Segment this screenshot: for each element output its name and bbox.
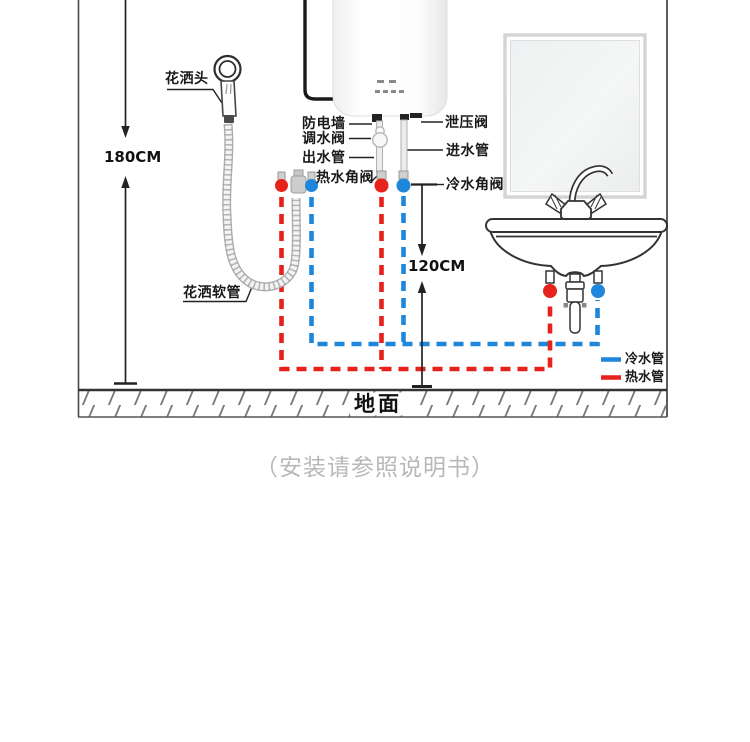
sink-icon — [485, 218, 668, 334]
dimension-label-120cm: 120CM — [408, 257, 466, 275]
label-cold-angle-valve: 冷水角阀 — [446, 177, 504, 193]
label-hot-angle-valve: 热水角阀 — [316, 170, 374, 186]
mixer-cold-outlet-icon — [305, 179, 318, 192]
inlet-pipe-icon — [400, 119, 408, 174]
dimension-120cm — [411, 183, 437, 388]
ground-label: 地面 — [354, 392, 402, 416]
label-anti-electric-wall: 防电墙 — [302, 116, 346, 132]
sink-drain-icon — [563, 273, 587, 334]
label-shower-head: 花洒头 — [165, 71, 209, 87]
heater-control-panel — [375, 80, 404, 93]
sink-hot-valve-icon — [543, 270, 557, 298]
mixer-hot-outlet-icon — [275, 179, 288, 192]
legend-cold-label: 冷水管 — [625, 352, 665, 367]
caption: （安装请参照说明书） — [255, 455, 495, 481]
shower-head-icon — [213, 54, 242, 123]
legend-swatches — [601, 357, 621, 380]
ground — [78, 388, 667, 418]
label-regulating-valve: 调水阀 — [302, 131, 346, 147]
label-inlet-pipe: 进水管 — [446, 143, 490, 159]
wall-lines — [77, 0, 668, 417]
relief-valve-icon — [410, 113, 422, 118]
dimension-label-180cm: 180CM — [104, 148, 162, 166]
power-cord-icon — [303, 0, 336, 101]
dimension-180cm — [114, 0, 137, 385]
cold-water-pipe — [309, 196, 600, 347]
hot-angle-valve-icon — [374, 170, 389, 193]
regulating-valve-icon — [372, 126, 388, 148]
cold-angle-valve-icon — [396, 170, 411, 193]
leader-lines — [167, 88, 444, 303]
shower-hose-icon — [222, 123, 301, 292]
sink-cold-valve-icon — [591, 270, 605, 298]
label-shower-hose: 花洒软管 — [183, 285, 241, 301]
mirror-icon — [503, 33, 647, 199]
shower-mixer-icon — [275, 169, 318, 194]
legend-hot-label: 热水管 — [625, 370, 665, 385]
label-relief-valve: 泄压阀 — [445, 115, 489, 131]
water-heater-icon — [303, 0, 448, 193]
label-outlet-pipe: 出水管 — [302, 150, 346, 166]
